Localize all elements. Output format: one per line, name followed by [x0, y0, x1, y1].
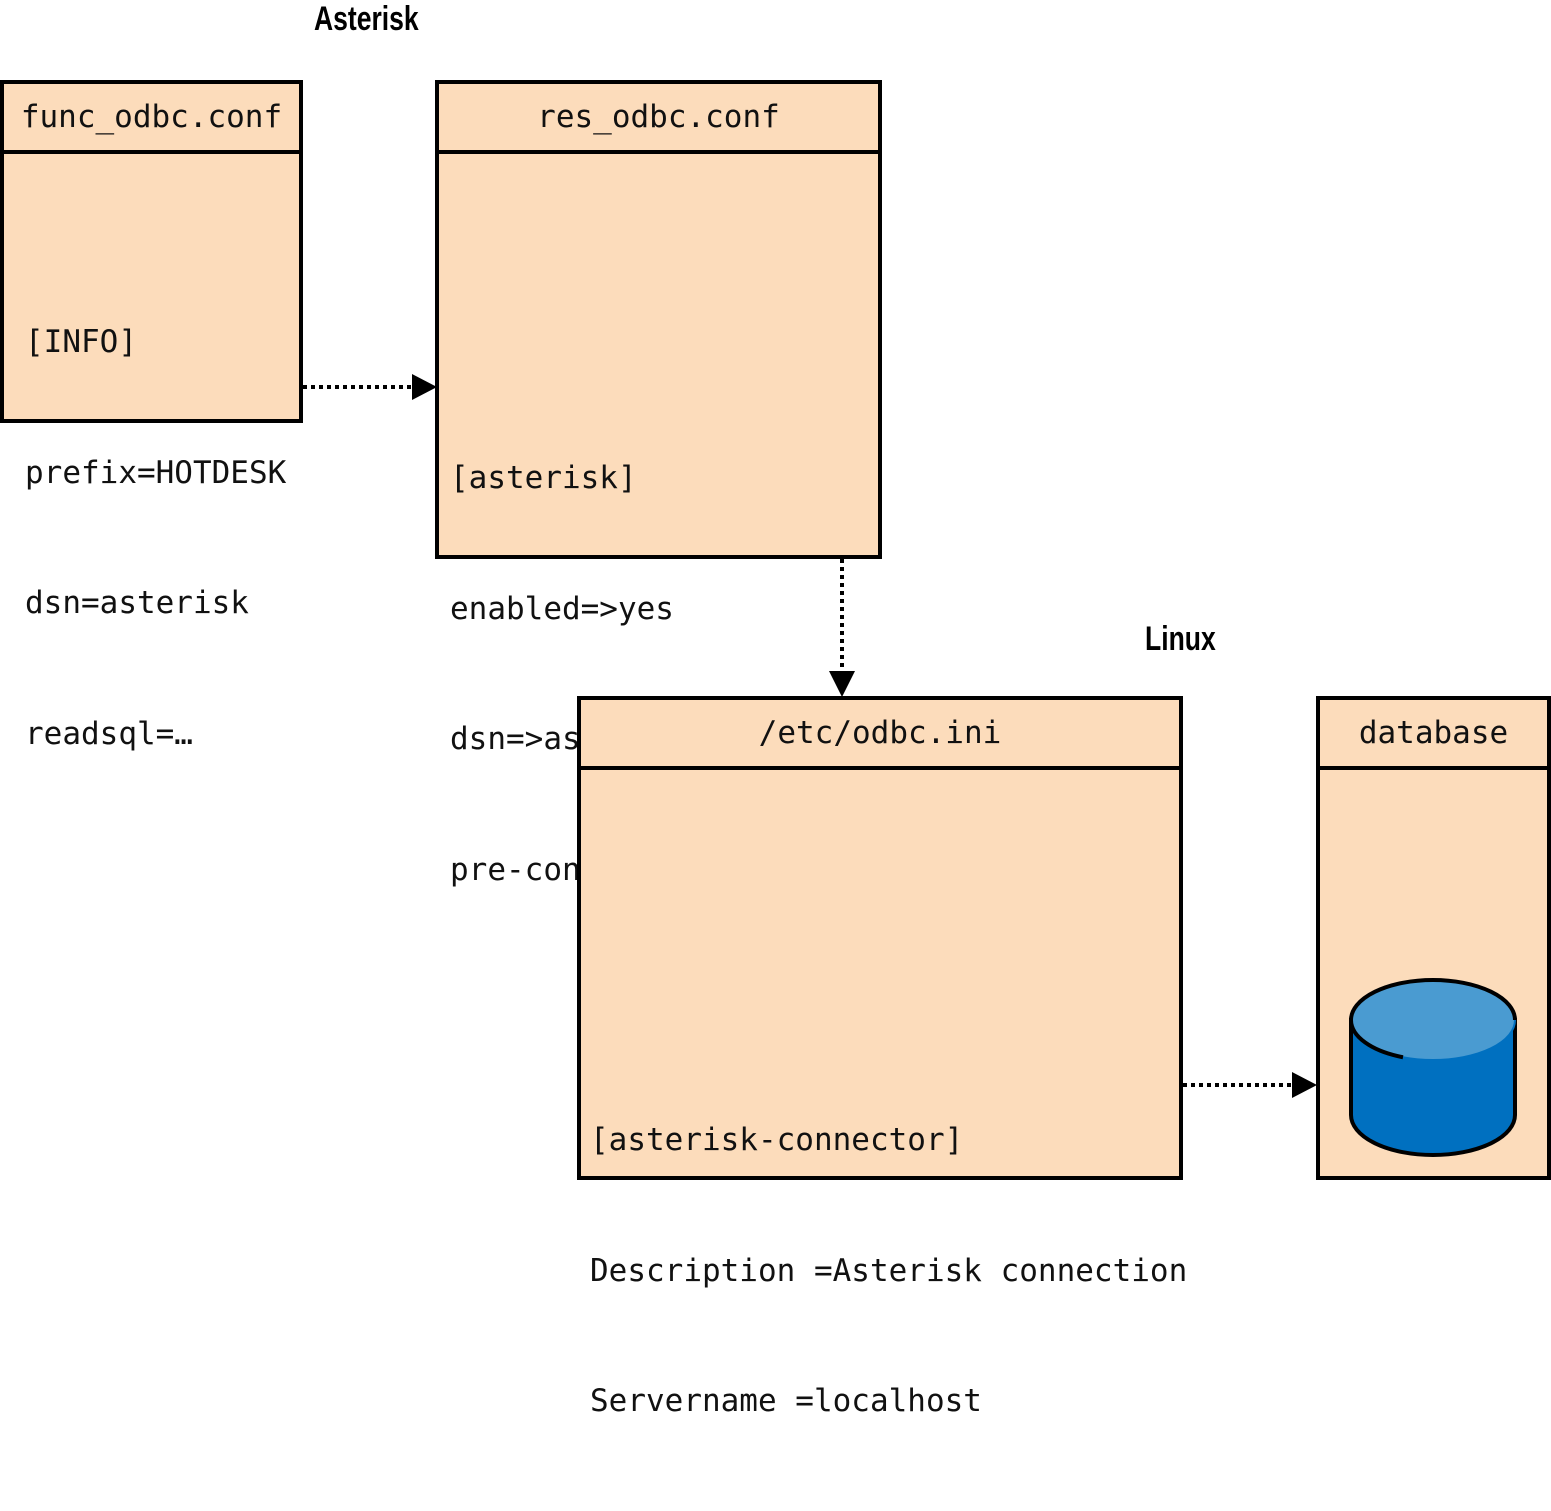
res-odbc-conf-title: res_odbc.conf: [439, 84, 878, 154]
arrow-func-to-res: [303, 374, 437, 400]
database-title: database: [1320, 700, 1547, 770]
func-odbc-conf-title: func_odbc.conf: [4, 84, 299, 154]
odbc-ini-title: /etc/odbc.ini: [581, 700, 1179, 770]
config-line: enabled=>yes: [450, 590, 674, 627]
config-line: dsn=asterisk: [25, 585, 249, 621]
res-odbc-conf-box: res_odbc.conf [asterisk] enabled=>yes ds…: [435, 80, 882, 888]
config-line: prefix=HOTDESK: [25, 454, 287, 491]
connector-layer: [303, 374, 1517, 1157]
arrow-odbc-ini-to-database: [1183, 1072, 1317, 1098]
config-line: readsql=…: [25, 715, 193, 752]
arrow-res-to-odbc-ini: [829, 559, 855, 697]
func-odbc-conf-lines: [INFO] prefix=HOTDESK dsn=asterisk reads…: [25, 234, 286, 843]
config-line: [asterisk-connector]: [590, 1122, 964, 1158]
config-line: Description =Asterisk connection: [590, 1252, 1188, 1289]
config-line: [INFO]: [25, 324, 137, 360]
asterisk-section-label: Asterisk: [314, 0, 419, 38]
database-cylinder-icon: [1349, 978, 1517, 1157]
config-line: Servername =localhost: [590, 1383, 982, 1419]
func-odbc-conf-box: func_odbc.conf [INFO] prefix=HOTDESK dsn…: [0, 80, 303, 752]
linux-section-label: Linux: [1145, 620, 1216, 658]
config-line: [asterisk]: [450, 460, 637, 496]
